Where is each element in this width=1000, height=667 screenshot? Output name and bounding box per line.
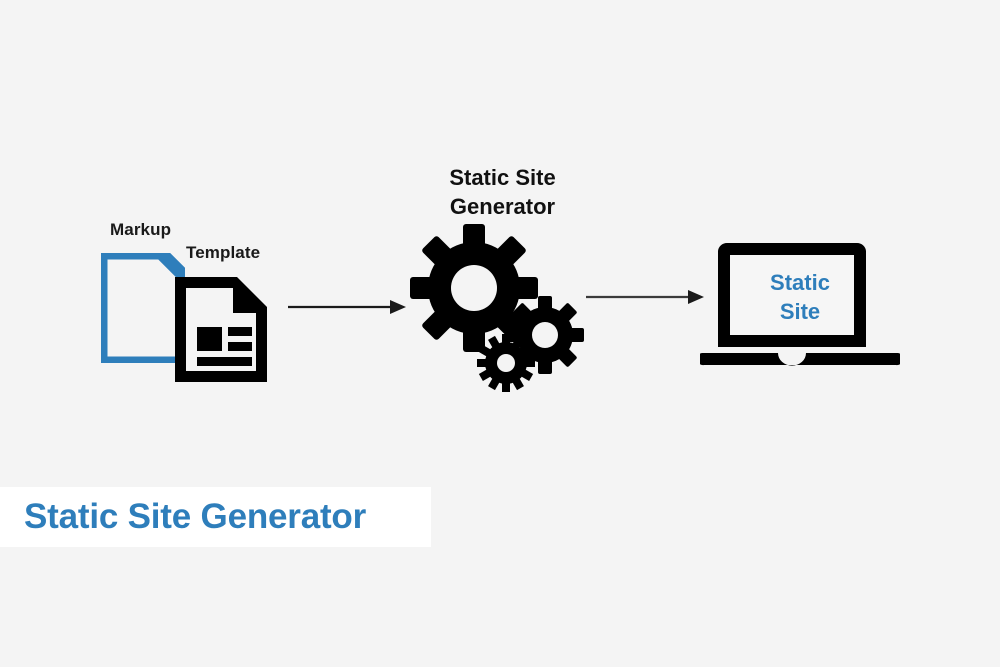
gear-small bbox=[477, 334, 535, 392]
screen-text-line2: Site bbox=[779, 299, 821, 324]
laptop-screen-text: Static Site bbox=[730, 268, 870, 326]
arrow-inputs-to-generator bbox=[288, 292, 406, 322]
screen-text-line1: Static bbox=[770, 270, 830, 295]
template-document-icon bbox=[175, 277, 267, 382]
generator-title-line2: Generator bbox=[449, 194, 556, 219]
arrow-generator-to-output bbox=[586, 282, 704, 312]
generator-title: Static Site Generator bbox=[400, 163, 605, 221]
markup-document-icon bbox=[94, 246, 192, 370]
markup-label: Markup bbox=[110, 220, 172, 239]
laptop-icon bbox=[696, 242, 904, 371]
template-label: Template bbox=[186, 243, 261, 262]
gears-icon bbox=[408, 222, 598, 392]
gear-large bbox=[410, 224, 538, 352]
caption-band: Static Site Generator bbox=[0, 487, 431, 547]
generator-title-line1: Static Site bbox=[449, 165, 556, 190]
caption-title: Static Site Generator bbox=[24, 497, 367, 536]
